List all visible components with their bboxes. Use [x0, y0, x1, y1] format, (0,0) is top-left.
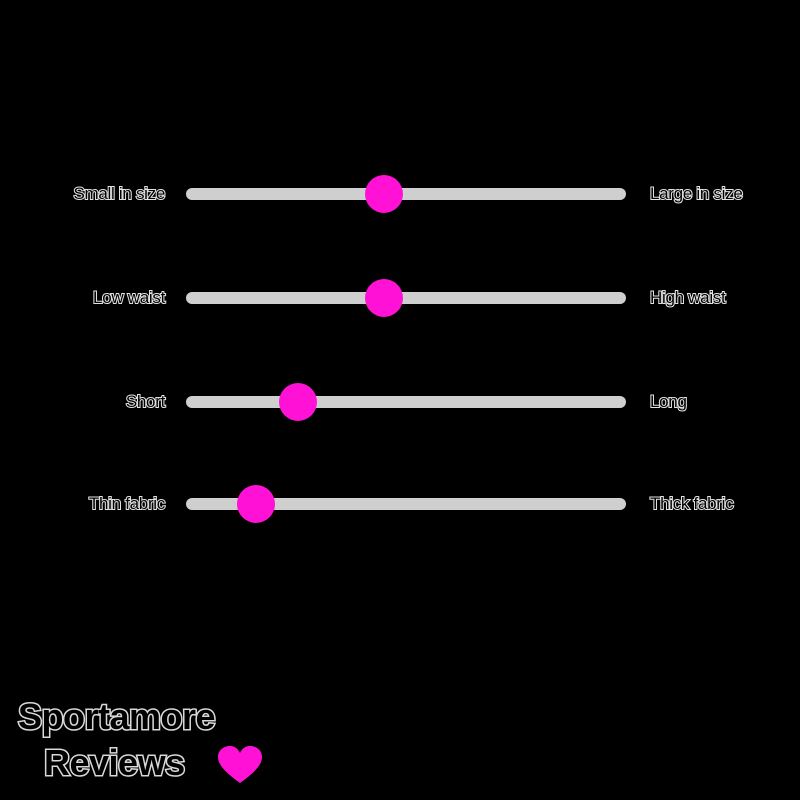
- brand-logo: Sportamore Reviews: [16, 695, 276, 790]
- slider-thumb[interactable]: [279, 383, 318, 421]
- slider-left-label: Low waist: [92, 287, 166, 308]
- slider-row-fabric: Thin fabric Thick fabric: [0, 484, 800, 524]
- logo-brand-text: Sportamore: [16, 695, 217, 738]
- slider-right-label: Thick fabric: [649, 493, 735, 514]
- heart-icon: [218, 746, 262, 783]
- slider-row-waist: Low waist High waist: [0, 278, 800, 318]
- slider-track[interactable]: [186, 175, 626, 213]
- slider-thumb[interactable]: [237, 485, 276, 523]
- slider-left-label: Thin fabric: [88, 493, 166, 514]
- slider-track[interactable]: [186, 279, 626, 317]
- slider-track[interactable]: [186, 383, 626, 421]
- slider-left-label: Short: [125, 391, 166, 412]
- slider-right-label: Large in size: [649, 183, 744, 204]
- slider-right-label: High waist: [649, 287, 727, 308]
- slider-left-label: Small in size: [72, 183, 166, 204]
- slider-row-length: Short Long: [0, 382, 800, 422]
- slider-track[interactable]: [186, 485, 626, 523]
- slider-thumb[interactable]: [365, 279, 403, 317]
- slider-thumb[interactable]: [365, 175, 403, 213]
- logo-reviews-text: Reviews: [43, 741, 187, 784]
- slider-right-label: Long: [649, 391, 688, 412]
- slider-row-size: Small in size Large in size: [0, 174, 800, 214]
